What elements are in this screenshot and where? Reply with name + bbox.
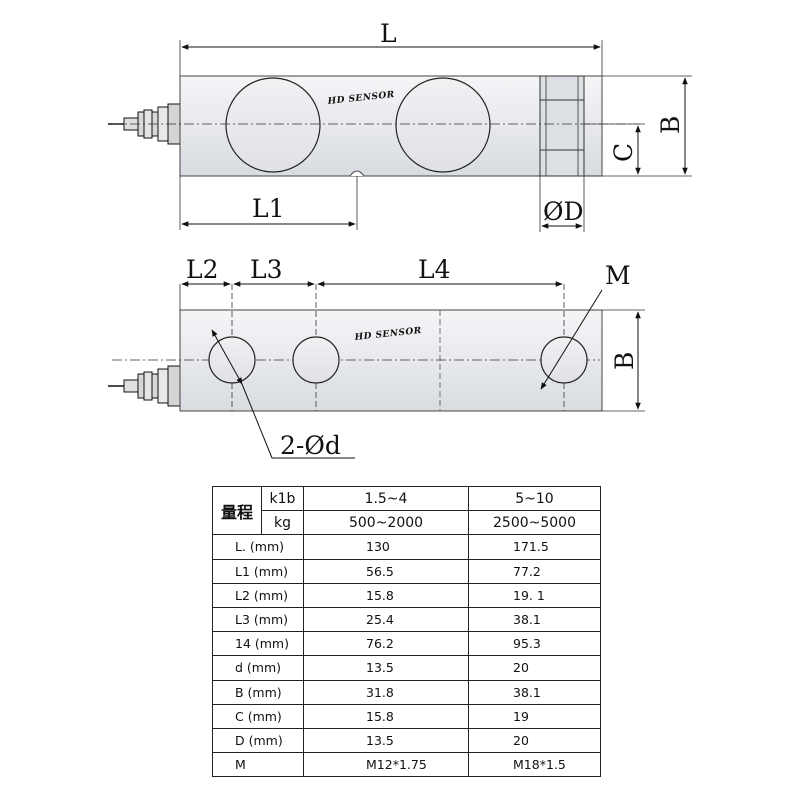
row-label: L. (mm) [212, 534, 304, 560]
mounting-hole-1 [208, 336, 256, 384]
row-value-range2: 38.1 [468, 679, 601, 705]
header-row-kg: kg 500~2000 2500~5000 [213, 510, 601, 536]
range-kg-1: 500~2000 [303, 510, 469, 536]
dim-M: M [605, 261, 631, 290]
row-value-range2: M18*1.5 [468, 752, 601, 778]
row-value-range2: 95.3 [468, 631, 601, 657]
range-klb-2: 5~10 [468, 485, 601, 512]
row-value-range1: 31.8 [303, 679, 469, 705]
unit-kg: kg [261, 510, 304, 536]
mounting-hole-2 [292, 336, 340, 384]
dim-B-top: B [656, 116, 685, 134]
row-value-range1: 13.5 [303, 727, 469, 754]
row-label: L3 (mm) [212, 606, 304, 633]
row-label: L2 (mm) [212, 582, 304, 608]
row-label: M [212, 752, 304, 778]
spec-table: 量程 k1b 1.5~4 5~10 kg 500~2000 2500~5000 … [212, 485, 601, 778]
cable-connector-bottom [108, 365, 181, 407]
dim-L4: L4 [418, 255, 451, 284]
row-value-range1: 25.4 [303, 606, 469, 633]
row-value-range2: 20 [468, 727, 601, 754]
load-cell-drawing: HD SENSOR L L1 ØD C B [108, 19, 692, 460]
dim-B-bottom: B [610, 352, 639, 370]
strain-hole-right [395, 77, 491, 173]
header-row-klb: 量程 k1b 1.5~4 5~10 [212, 485, 601, 536]
threaded-hole-M [540, 336, 588, 384]
dim-D: ØD [543, 197, 584, 226]
dim-L3: L3 [250, 255, 283, 284]
row-label: C (mm) [212, 703, 304, 729]
row-label: 14 (mm) [212, 631, 304, 657]
bottom-view: HD SENSOR L2 L3 L4 M 2-Ød B [108, 255, 645, 460]
row-value-range1: M12*1.75 [303, 752, 469, 778]
range-kg-2: 2500~5000 [468, 510, 601, 536]
row-value-range1: 56.5 [303, 558, 469, 584]
row-label: L1 (mm) [212, 558, 304, 584]
row-label: d (mm) [212, 655, 304, 681]
strain-hole-left [225, 77, 321, 173]
row-label: D (mm) [212, 727, 304, 754]
row-value-range1: 13.5 [303, 655, 469, 681]
unit-klb: k1b [261, 485, 304, 512]
threaded-end [539, 75, 585, 177]
range-klb-1: 1.5~4 [303, 485, 469, 512]
dim-2d: 2-Ød [280, 431, 341, 460]
range-header: 量程 [212, 485, 262, 536]
row-value-range2: 38.1 [468, 606, 601, 633]
row-value-range1: 76.2 [303, 631, 469, 657]
dim-L2: L2 [186, 255, 219, 284]
dim-L1: L1 [252, 194, 285, 223]
row-value-range1: 15.8 [303, 582, 469, 608]
row-value-range2: 19 [468, 703, 601, 729]
row-label: B (mm) [212, 679, 304, 705]
row-value-range1: 15.8 [303, 703, 469, 729]
row-value-range2: 20 [468, 655, 601, 681]
notch [349, 170, 365, 177]
dim-L: L [380, 19, 397, 48]
row-value-range2: 171.5 [468, 534, 601, 560]
row-value-range2: 19. 1 [468, 582, 601, 608]
row-value-range1: 130 [303, 534, 469, 560]
dim-C: C [609, 143, 638, 162]
row-value-range2: 77.2 [468, 558, 601, 584]
top-view: HD SENSOR L L1 ØD C B [108, 19, 692, 232]
